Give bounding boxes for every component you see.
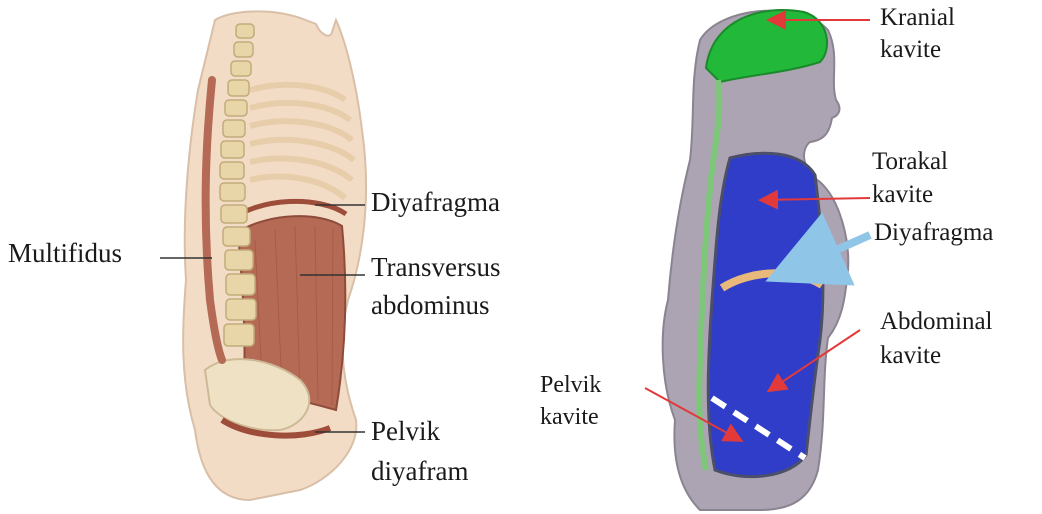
- trunk-cavity: [708, 153, 823, 476]
- label-thoracic-line1: Torakal: [872, 148, 948, 176]
- label-transversus-line2: abdominus: [371, 290, 490, 320]
- label-cranial-line1: Kranial: [880, 4, 955, 32]
- label-multifidus: Multifidus: [8, 238, 122, 268]
- label-thoracic-line2: kavite: [872, 181, 933, 209]
- label-abdominal-line2: kavite: [880, 342, 941, 370]
- label-diaphragm-right: Diyafragma: [874, 219, 993, 247]
- label-cranial-line2: kavite: [880, 36, 941, 64]
- label-pelvic-cavity-line1: Pelvik: [540, 372, 601, 399]
- label-pelvic-cavity-line2: kavite: [540, 404, 599, 431]
- label-pelvic-diaphragm-line2: diyafram: [371, 456, 468, 486]
- label-pelvic-diaphragm-line1: Pelvik: [371, 416, 440, 446]
- label-transversus-line1: Transversus: [371, 252, 501, 282]
- label-abdominal-line1: Abdominal: [880, 308, 993, 336]
- label-diaphragm-left: Diyafragma: [371, 187, 500, 217]
